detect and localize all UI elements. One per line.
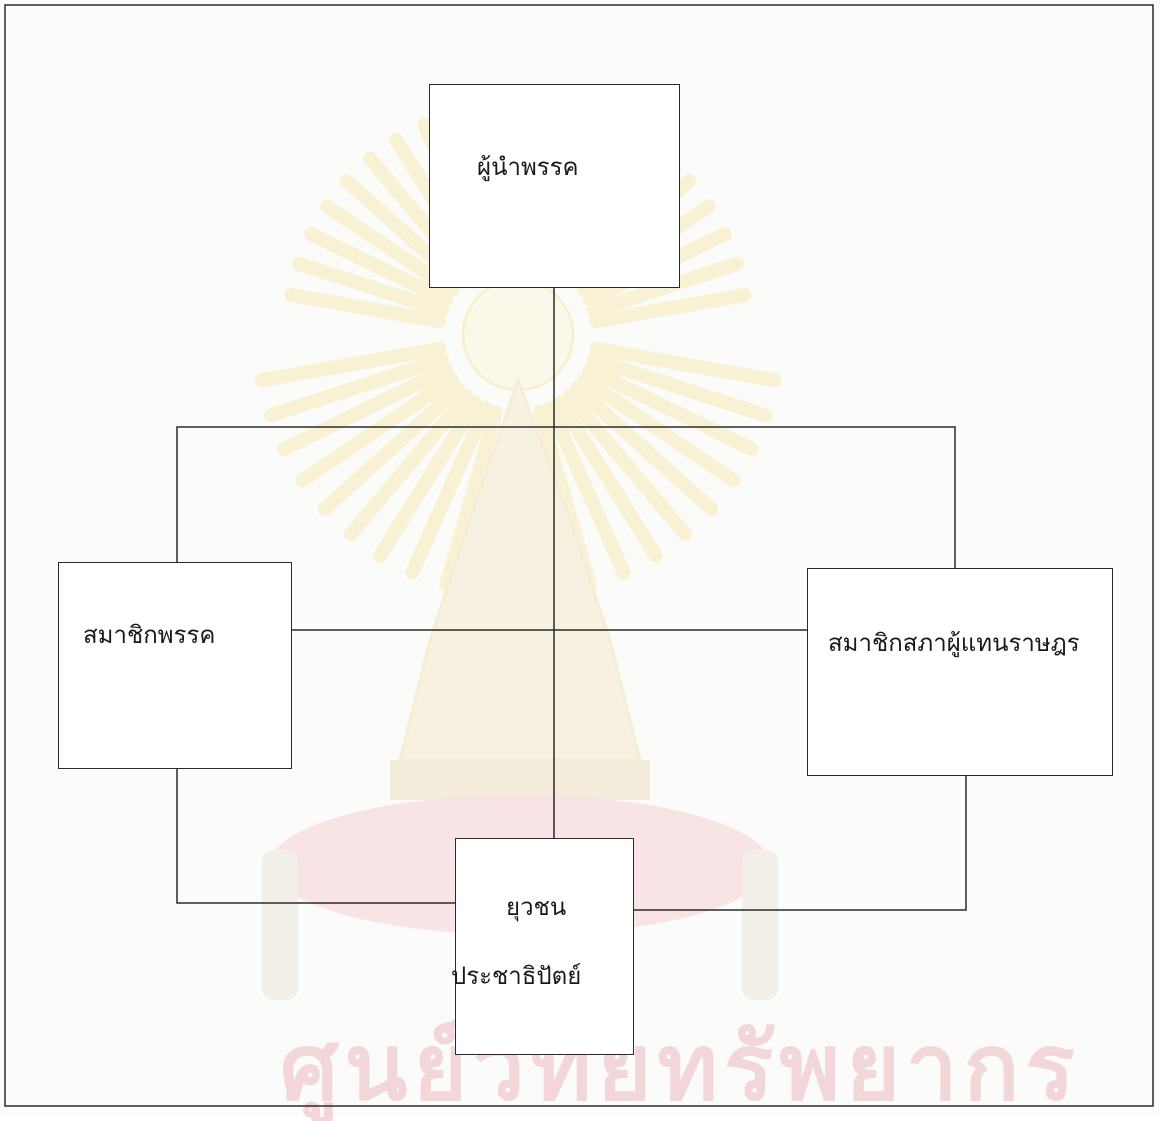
node-democrat-youth-line2: ประชาธิปัตย์ <box>451 962 582 990</box>
connector-top-loop <box>176 426 956 568</box>
node-democrat-youth-line1: ยุวชน <box>506 893 567 921</box>
node-party-members: สมาชิกพรรค <box>58 562 292 769</box>
connector-mps-youth <box>633 775 967 911</box>
node-democrat-youth: ยุวชน ประชาธิปัตย์ <box>451 838 634 1055</box>
node-mps-label: สมาชิกสภาผู้แทนราษฎร <box>828 629 1080 657</box>
node-party-leader-label: ผู้นำพรรค <box>477 153 579 181</box>
node-party-leader: ผู้นำพรรค <box>429 84 680 288</box>
page-border <box>4 4 1154 1107</box>
node-party-members-label: สมาชิกพรรค <box>83 621 216 649</box>
node-mps: สมาชิกสภาผู้แทนราษฎร <box>807 568 1113 776</box>
connector-members-youth <box>176 768 455 904</box>
